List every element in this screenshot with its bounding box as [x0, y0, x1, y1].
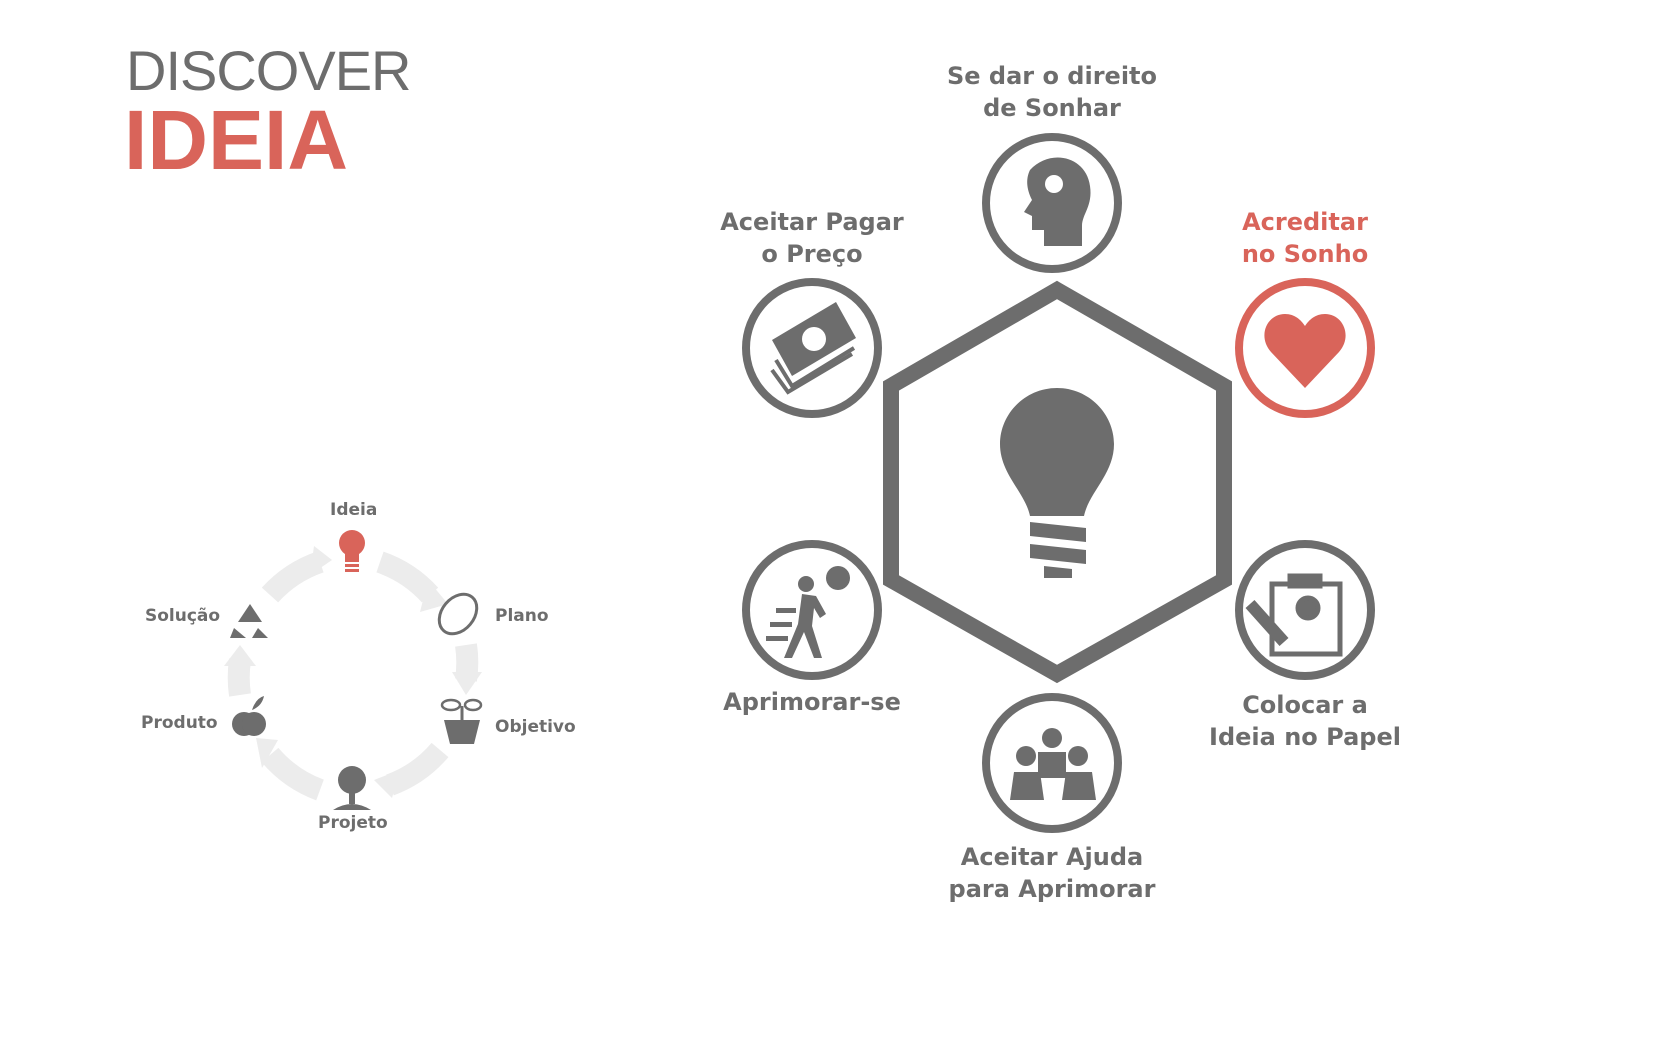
hexagon-frame	[883, 280, 1232, 684]
node-label-preco: Aceitar Pagar o Preço	[720, 208, 904, 268]
node-circle-preco	[742, 278, 882, 418]
cycle-label-ideia: Ideia	[330, 500, 378, 520]
sprout-icon	[440, 698, 483, 744]
node-circle-acreditar	[1235, 278, 1375, 418]
walking-person-icon	[766, 566, 850, 658]
node-label-aprimorar: Aprimorar-se	[723, 688, 901, 716]
title-ideia: IDEIA	[124, 93, 349, 187]
node-label-sonhar: Se dar o direito de Sonhar	[946, 62, 1158, 122]
head-lightbulb-icon	[1024, 157, 1091, 246]
node-circle-papel	[1235, 540, 1375, 680]
cycle-label-objetivo: Objetivo	[495, 717, 576, 737]
cycle-label-plano: Plano	[495, 606, 549, 626]
clipboard-icon	[1245, 573, 1343, 657]
node-circle-ajuda	[982, 693, 1122, 833]
title-discover: DISCOVER	[126, 39, 411, 102]
cycle-label-produto: Produto	[141, 713, 218, 733]
node-label-acreditar: Acreditar no Sonho	[1241, 208, 1369, 268]
heart-icon	[1264, 314, 1346, 388]
group-icon	[1010, 728, 1096, 800]
tree-icon	[333, 766, 371, 810]
node-circle-aprimorar	[742, 540, 882, 680]
node-label-papel: Colocar a Ideia no Papel	[1209, 691, 1401, 751]
node-circle-sonhar	[982, 133, 1122, 273]
seed-icon	[437, 592, 479, 636]
money-icon	[770, 302, 856, 395]
cycle-label-projeto: Projeto	[318, 813, 388, 833]
node-label-ajuda: Aceitar Ajuda para Aprimorar	[948, 843, 1156, 903]
apple-icon	[232, 696, 266, 736]
cycle-label-solucao: Solução	[145, 606, 221, 626]
lightbulb-icon	[339, 530, 365, 572]
center-lightbulb-icon	[1000, 388, 1114, 578]
recycle-icon	[230, 604, 268, 638]
